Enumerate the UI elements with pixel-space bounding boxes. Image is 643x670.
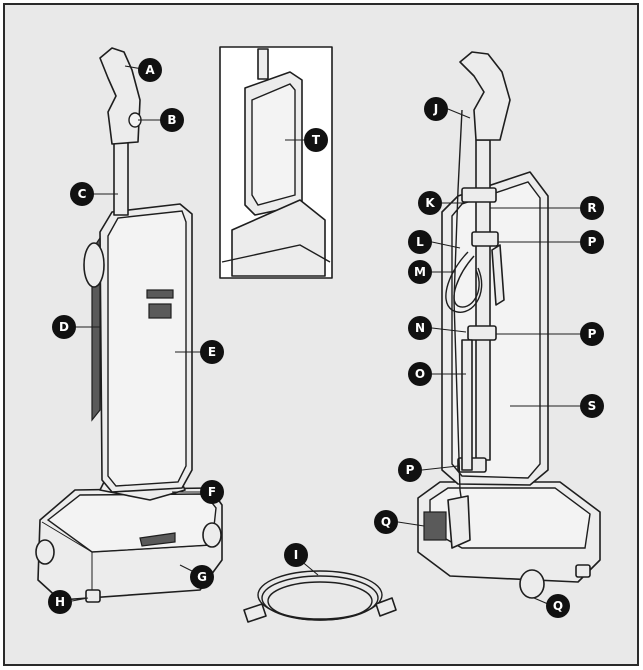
callout-K: K <box>418 191 442 215</box>
svg-text:S: S <box>588 399 597 413</box>
cord-loop-2 <box>267 581 373 621</box>
svg-text:M: M <box>414 265 426 279</box>
crevice-tool <box>491 244 505 306</box>
cord-loop-3 <box>257 570 383 620</box>
hose-inner <box>453 255 480 308</box>
leader-H <box>71 597 89 602</box>
upper-cord-hook <box>461 187 497 203</box>
callout-Q-left: Q <box>374 510 398 534</box>
cord-hook-lower <box>447 495 471 549</box>
callout-F: F <box>200 480 224 504</box>
callout-A: A <box>138 58 162 82</box>
svg-text:K: K <box>425 196 435 210</box>
svg-text:D: D <box>59 320 69 334</box>
svg-text:E: E <box>208 345 216 359</box>
svg-text:C: C <box>78 187 87 201</box>
bag-access-inset <box>219 46 333 279</box>
leader-N <box>431 327 467 333</box>
handle-tube <box>113 139 129 216</box>
model-plate <box>148 303 172 319</box>
callout-I: I <box>284 543 308 567</box>
hose-clamp-1 <box>471 231 499 247</box>
brand-plate <box>146 289 174 299</box>
svg-text:G: G <box>197 570 207 584</box>
leader-L <box>431 241 461 249</box>
leader-Q1 <box>397 521 425 527</box>
hose-clamp-2 <box>467 325 497 341</box>
svg-text:Q: Q <box>553 599 563 613</box>
inset-floor-line <box>221 244 331 263</box>
leader-lines <box>71 65 580 605</box>
callout-N: N <box>408 316 432 340</box>
rear-height-knob <box>575 564 591 578</box>
svg-text:N: N <box>415 321 425 335</box>
svg-text:Q: Q <box>381 515 391 529</box>
motor-side-cap <box>83 242 105 288</box>
leader-J <box>447 108 471 119</box>
callout-P-middle: P <box>580 322 604 346</box>
cord-plug-right <box>375 597 397 617</box>
rear-handle-grip <box>459 51 511 141</box>
callout-D: D <box>52 315 76 339</box>
leader-Q2 <box>533 597 549 605</box>
callout-L: L <box>408 230 432 254</box>
svg-text:A: A <box>145 63 155 77</box>
rear-wheel-right <box>519 569 545 599</box>
callout-C: C <box>70 182 94 206</box>
svg-text:P: P <box>588 235 597 249</box>
callout-G: G <box>190 565 214 589</box>
callouts: A B C D E F G H I T J K R L P M N P O S … <box>48 58 604 618</box>
callout-J: J <box>424 97 448 121</box>
leader-P3 <box>421 465 459 471</box>
vacuum-front-view <box>35 47 223 603</box>
front-wheel-right <box>202 522 222 548</box>
inset-housing <box>231 199 326 277</box>
callout-M: M <box>408 260 432 284</box>
height-adjust-slot <box>139 532 176 547</box>
callout-R: R <box>580 196 604 220</box>
svg-text:O: O <box>415 367 425 381</box>
callout-P-lower: P <box>398 458 422 482</box>
svg-text:L: L <box>416 235 424 249</box>
svg-text:F: F <box>208 485 216 499</box>
callout-P-upper: P <box>580 230 604 254</box>
svg-text:R: R <box>587 201 596 215</box>
svg-text:H: H <box>55 595 65 609</box>
callout-Q-right: Q <box>546 594 570 618</box>
callout-S: S <box>580 394 604 418</box>
svg-text:P: P <box>588 327 597 341</box>
callout-O: O <box>408 362 432 386</box>
svg-text:P: P <box>406 463 415 477</box>
power-cord <box>243 570 397 623</box>
svg-text:J: J <box>433 102 438 116</box>
callout-E: E <box>200 340 224 364</box>
svg-text:I: I <box>294 548 298 562</box>
hose-wand <box>461 339 473 471</box>
height-knob <box>85 589 101 603</box>
front-wheel-left <box>35 539 55 565</box>
rear-vent <box>423 511 447 541</box>
svg-text:T: T <box>312 133 321 147</box>
cord-plug-left <box>243 603 267 623</box>
svg-text:B: B <box>167 113 176 127</box>
vacuum-rear-view <box>417 51 601 599</box>
callout-T: T <box>304 128 328 152</box>
callout-B: B <box>160 108 184 132</box>
bag-housing-face <box>107 210 187 487</box>
inset-tube <box>257 48 269 80</box>
callout-H: H <box>48 590 72 614</box>
inset-bag <box>251 83 296 206</box>
